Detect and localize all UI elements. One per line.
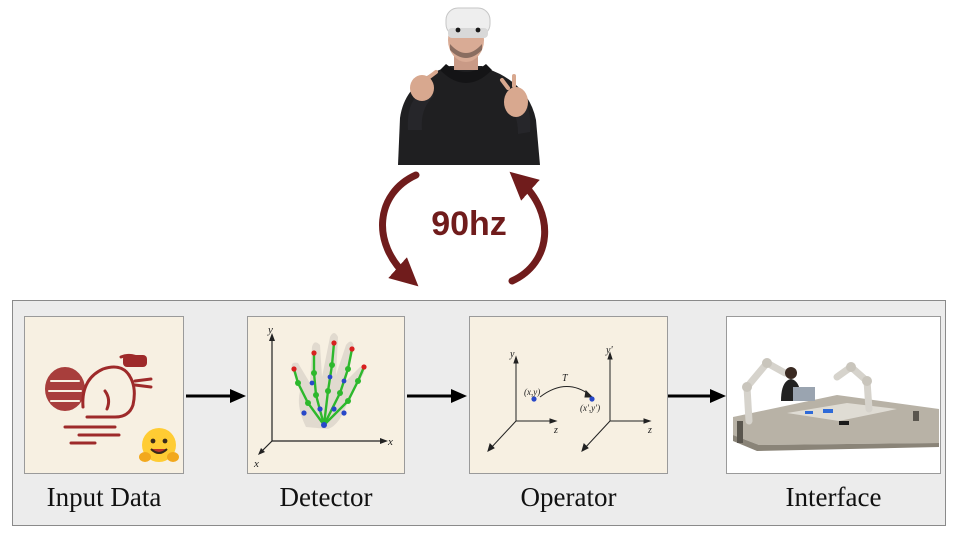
operator-left-z-label: z — [553, 425, 558, 436]
flow-arrow-1 — [186, 389, 246, 403]
loop-arrows — [379, 171, 548, 287]
hugging-face-emoji-icon — [139, 428, 179, 462]
stage-input-data-label: Input Data — [46, 482, 162, 512]
operator-point-right: (x',y') — [580, 403, 600, 413]
stage-interface-label: Interface — [785, 482, 882, 512]
operator-left-y-label: y — [509, 349, 515, 360]
rate-label: 90hz — [431, 205, 507, 243]
stage-operator-card: y z (x,y) T y' z (x',y') — [469, 316, 668, 474]
flow-arrow-3 — [668, 389, 726, 403]
flow-arrow-2 — [407, 389, 467, 403]
operator-point-left: (x,y) — [524, 387, 540, 397]
stage-detector-card: y x x — [247, 316, 405, 474]
detector-axis-z-label: x — [253, 458, 259, 470]
operator-right-z-label: z — [647, 425, 652, 436]
beaver-vr-logo-icon — [45, 353, 153, 445]
stage-input-data-card — [24, 316, 184, 474]
robot-arms-photo-icon — [733, 358, 939, 451]
hand-keypoints-icon: y x x — [253, 324, 393, 470]
stage-operator-label: Operator — [520, 482, 617, 512]
loop-arrow-down — [379, 171, 420, 287]
coordinate-transform-icon: y z (x,y) T y' z (x',y') — [487, 345, 652, 452]
operator-right-y-label: y' — [605, 345, 613, 356]
detector-axis-y-label: y — [267, 324, 273, 336]
detector-axis-x-label: x — [387, 436, 393, 448]
stage-interface-card — [726, 316, 941, 474]
loop-arrow-up — [508, 171, 548, 285]
stage-detector-label: Detector — [279, 482, 373, 512]
operator-transform-label: T — [562, 373, 569, 384]
vr-user-photo — [390, 0, 542, 165]
